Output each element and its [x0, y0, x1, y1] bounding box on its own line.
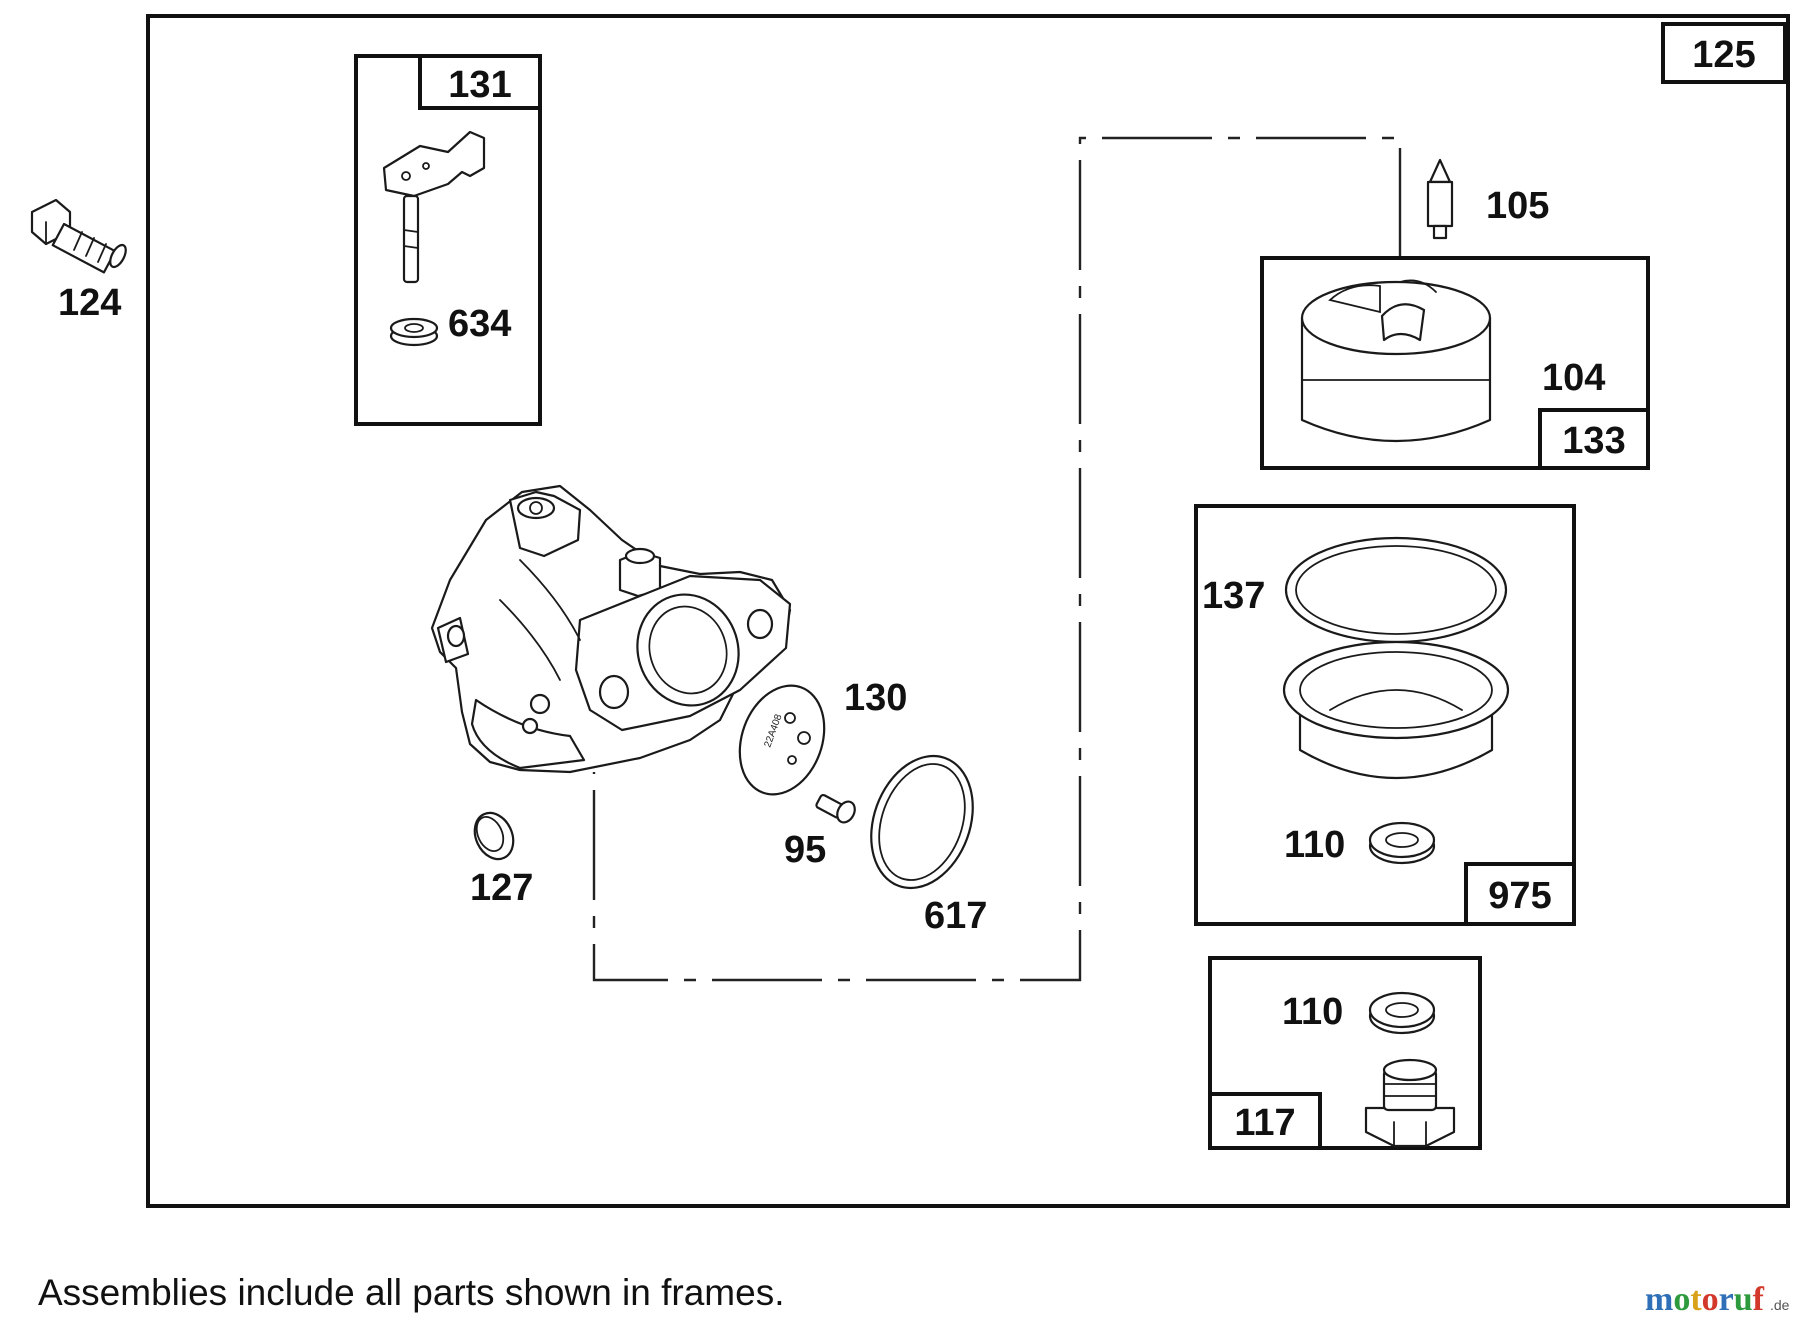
callout-124: 124: [58, 282, 121, 324]
carburetor-body-icon: [430, 484, 792, 774]
watermark-letters: motoruf: [1645, 1281, 1765, 1318]
callout-127: 127: [470, 867, 533, 909]
assembly-frame-label: 125: [1692, 34, 1755, 76]
callout-975: 975: [1488, 875, 1551, 917]
watermark-letter: f: [1753, 1281, 1765, 1318]
assembly-frame-label-box: [1661, 22, 1787, 84]
callout-95: 95: [784, 829, 826, 871]
watermark-letter: o: [1673, 1281, 1690, 1318]
watermark-letter: o: [1702, 1281, 1719, 1318]
screw-95-icon: [815, 793, 856, 824]
watermark-letter: u: [1734, 1281, 1753, 1318]
washer-110-a-icon: [1368, 821, 1436, 865]
callout-634: 634: [448, 303, 511, 345]
kit-frame-117-label-box: [1208, 1092, 1322, 1150]
bowl-nut-icon: [1364, 1058, 1456, 1148]
callout-117: 117: [1234, 1102, 1295, 1144]
callout-137: 137: [1202, 575, 1265, 617]
callout-617: 617: [924, 895, 987, 937]
float-bowl-icon: [1282, 640, 1510, 779]
footnote: Assemblies include all parts shown in fr…: [38, 1272, 785, 1313]
watermark-logo: motoruf .de: [1645, 1281, 1790, 1318]
screw-124-icon: [30, 198, 127, 274]
kit-frame-131: [354, 54, 542, 426]
callout-133: 133: [1562, 420, 1625, 462]
kit-frame-133: [1260, 256, 1650, 470]
washer-110-b-icon: [1368, 991, 1436, 1035]
callout-110-a: 110: [1284, 824, 1345, 866]
callout-131: 131: [448, 64, 511, 106]
watermark-letter: r: [1719, 1281, 1734, 1318]
needle-105-icon: [1426, 158, 1454, 240]
kit-frame-133-label-box: [1538, 408, 1650, 470]
o-ring-617-icon: [870, 754, 974, 890]
float-icon: [1300, 279, 1492, 443]
callout-105: 105: [1486, 185, 1549, 227]
gasket-137-icon: [1284, 536, 1508, 644]
watermark-letter: m: [1645, 1281, 1673, 1318]
leader-bowl-group: [592, 136, 1402, 982]
watermark-suffix: .de: [1770, 1297, 1790, 1313]
choke-shaft-icon: [382, 130, 486, 284]
kit-frame-975-label-box: [1464, 862, 1576, 926]
callout-104: 104: [1542, 357, 1605, 399]
plate-130-icon: 22A408: [738, 684, 826, 796]
kit-frame-975: [1194, 504, 1576, 926]
callout-110-b: 110: [1282, 991, 1343, 1033]
assembly-frame: [146, 14, 1790, 1208]
callout-130: 130: [844, 677, 907, 719]
kit-frame-117: [1208, 956, 1482, 1150]
hinge-pin-104-icon: [1504, 292, 1578, 340]
seal-634-icon: [389, 317, 439, 347]
watermark-letter: t: [1690, 1281, 1702, 1318]
plug-127-icon: [473, 811, 515, 861]
kit-frame-131-label-box: [418, 54, 542, 110]
